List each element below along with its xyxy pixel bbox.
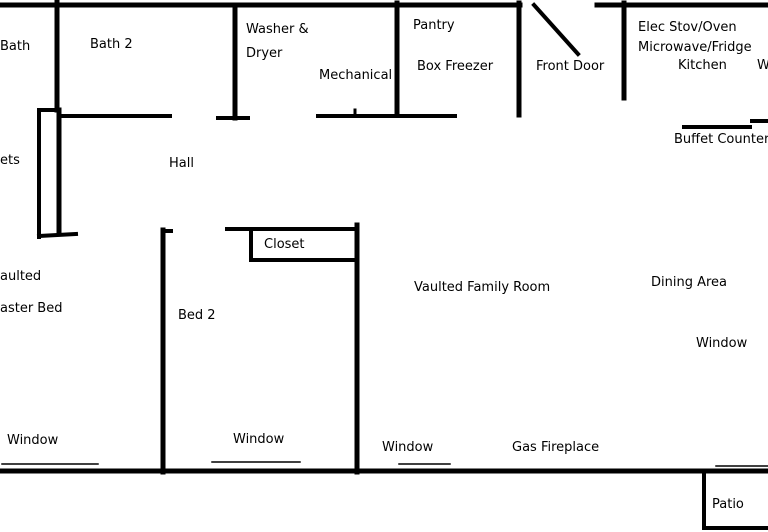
closet-block-bottom <box>36 231 79 239</box>
label-washer-line1: Washer & <box>246 22 309 37</box>
label-window-family: Window <box>382 440 434 455</box>
label-bed2: Bed 2 <box>178 308 216 323</box>
label-window-master: Window <box>7 433 59 448</box>
label-kitchen-edge: W <box>757 58 768 73</box>
label-master-bed: aster Bed <box>0 301 63 316</box>
label-bath: Bath <box>0 39 31 54</box>
label-closet: Closet <box>264 237 305 252</box>
label-front-door: Front Door <box>536 59 605 74</box>
label-mechanical: Mechanical <box>319 68 393 83</box>
label-window-dining: Window <box>696 336 748 351</box>
label-patio: Patio <box>712 497 744 512</box>
label-kitchen-line2: Microwave/Fridge <box>638 40 752 55</box>
label-kitchen-line3: Kitchen <box>678 58 727 73</box>
label-buffet-counter: Buffet Counter <box>674 132 768 147</box>
label-dining-area: Dining Area <box>651 275 728 290</box>
label-family-room: Vaulted Family Room <box>414 280 551 295</box>
label-pantry: Pantry <box>413 18 455 33</box>
label-hall: Hall <box>169 156 194 171</box>
label-gas-fireplace: Gas Fireplace <box>512 440 600 455</box>
label-kitchen-line1: Elec Stov/Oven <box>638 20 737 35</box>
label-vaulted: aulted <box>0 269 42 284</box>
label-bath2: Bath 2 <box>90 37 133 52</box>
front-door-swing <box>531 2 581 57</box>
label-washer-line2: Dryer <box>246 46 283 61</box>
label-washer-dryer: Washer & Dryer <box>246 18 309 66</box>
label-box-freezer: Box Freezer <box>417 59 494 74</box>
label-window-bed2: Window <box>233 432 285 447</box>
patio-outline <box>702 469 768 530</box>
label-closets: ets <box>0 153 20 168</box>
